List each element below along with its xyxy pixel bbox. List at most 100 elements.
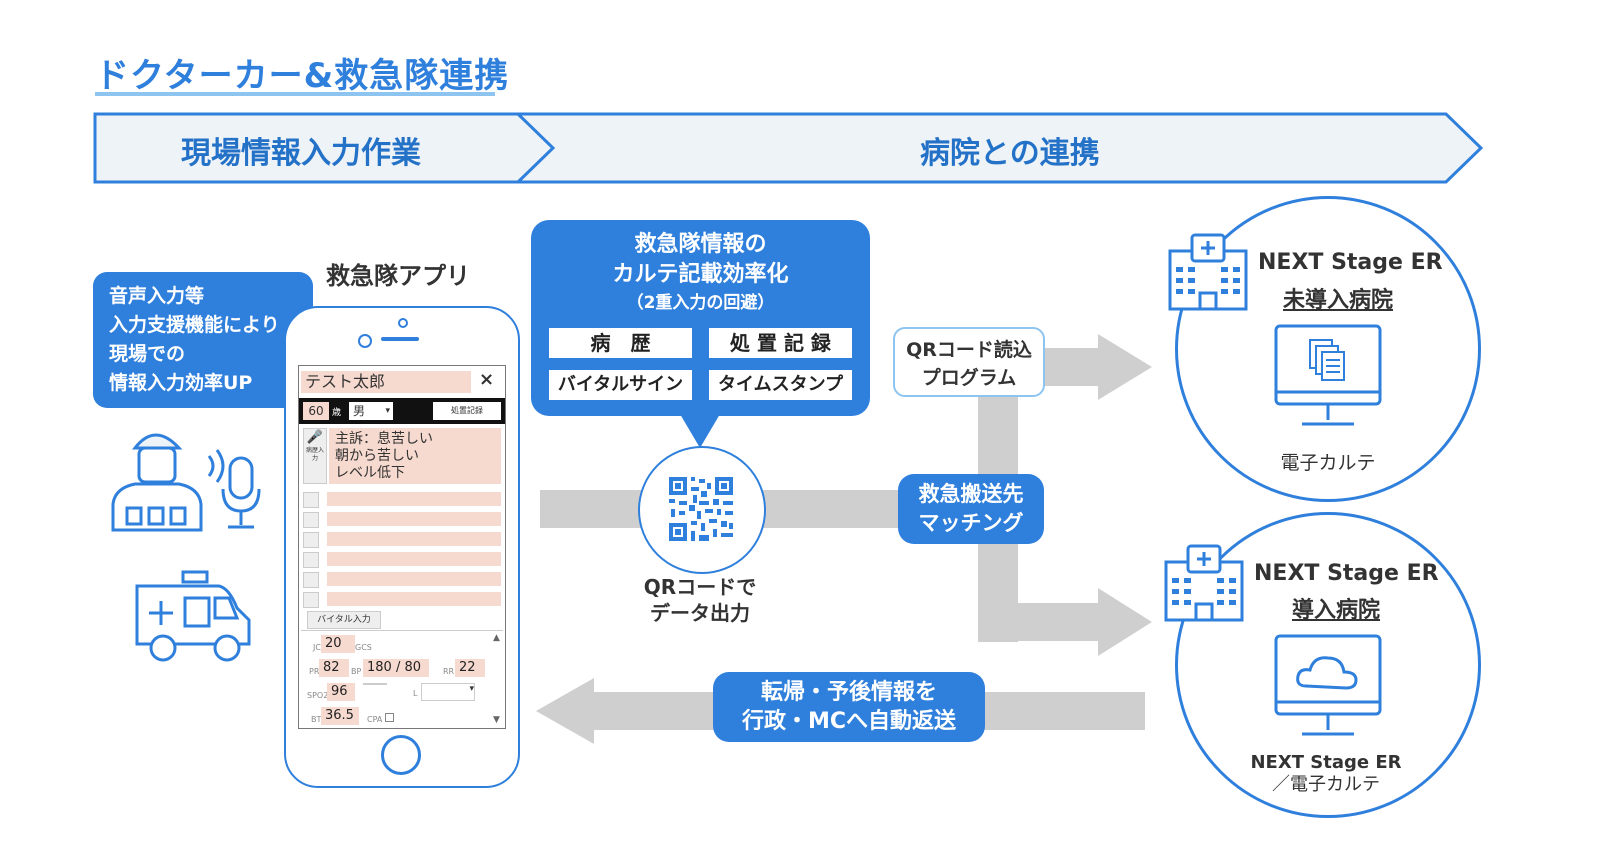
- hospital-icon: [1168, 233, 1248, 311]
- sex-select[interactable]: 男▾: [349, 402, 393, 420]
- input-row[interactable]: [303, 490, 501, 510]
- rr-field[interactable]: 22: [455, 659, 485, 677]
- input-row[interactable]: [303, 590, 501, 610]
- l-label: L: [413, 689, 418, 698]
- efficiency-line: カルテ記載効率化: [612, 262, 789, 287]
- voice-input-button[interactable]: 🎤 病歴入力: [303, 428, 327, 484]
- qr-code-icon: [669, 477, 733, 541]
- spo2-field[interactable]: 96: [327, 683, 355, 701]
- o2-device-select[interactable]: ▾: [421, 683, 475, 701]
- phase-field-input: 現場情報入力作業: [181, 136, 421, 171]
- voice-input-callout: 音声入力等 入力支援機能により 現場での 情報入力効率UP: [93, 272, 313, 408]
- input-field[interactable]: [327, 512, 501, 526]
- ambulance-icon: [135, 570, 251, 662]
- qr-caption: QRコードで データ出力: [620, 574, 780, 626]
- record-button[interactable]: 処置記録: [433, 402, 501, 420]
- phone-sensor: [398, 318, 408, 328]
- input-field[interactable]: [327, 532, 501, 546]
- sex-value: 男: [353, 404, 366, 418]
- input-field[interactable]: [327, 552, 501, 566]
- chip-timestamp: タイムスタンプ: [709, 370, 852, 400]
- phone-screen: テスト太郎 × 60 歳 男▾ 処置記録 🎤 病歴入力 主訴：息苦しい 朝から苦…: [298, 365, 506, 729]
- gcs-label: GCS: [355, 643, 372, 652]
- bp-label: BP: [351, 667, 362, 676]
- monitor-icon: [1274, 634, 1382, 736]
- bp-field[interactable]: 180 / 80: [363, 659, 429, 677]
- phase-band: [93, 112, 1484, 184]
- scroll-down-icon[interactable]: ▼: [493, 715, 500, 725]
- microphone-icon: [303, 572, 319, 588]
- app-label: 救急隊アプリ: [326, 262, 470, 290]
- phone-home-button[interactable]: [381, 735, 421, 775]
- o2-field[interactable]: [363, 683, 387, 685]
- paramedic-icon: [111, 433, 225, 532]
- phone-camera: [358, 334, 372, 348]
- callout-line: 情報入力効率UP: [109, 372, 253, 394]
- input-field[interactable]: [327, 592, 501, 606]
- microphone-icon: [303, 492, 319, 508]
- cpa-label: CPA: [367, 715, 383, 724]
- input-field[interactable]: [327, 492, 501, 506]
- page-title: ドクターカー&救急隊連携: [95, 56, 510, 96]
- microphone-icon: [221, 456, 261, 529]
- efficiency-pointer: [680, 414, 720, 448]
- scroll-up-icon[interactable]: ▲: [493, 633, 500, 643]
- hospital-bottom-name: NEXT Stage ER: [1254, 561, 1439, 586]
- qr-reader-line: プログラム: [921, 367, 1017, 389]
- microphone-icon: [303, 592, 319, 608]
- age-field[interactable]: 60: [303, 402, 329, 420]
- vital-input-button[interactable]: バイタル入力: [307, 611, 381, 629]
- hospital-bottom-caption: NEXT Stage ER ／電子カルテ: [1250, 752, 1402, 796]
- close-icon[interactable]: ×: [479, 369, 495, 390]
- callout-line: 入力支援機能により: [109, 314, 280, 336]
- input-row[interactable]: [303, 510, 501, 530]
- qr-circle: [638, 446, 766, 574]
- chevron-down-icon: ▾: [469, 684, 474, 694]
- jcs-label: JCS: [313, 643, 327, 652]
- vitals-panel: JCS 20 GCS PR 82 BP 180 / 80 RR 22 SPO2 …: [301, 630, 503, 727]
- spo2-label: SPO2: [307, 691, 329, 700]
- chip-vitals: バイタルサイン: [549, 370, 692, 400]
- phone-speaker: [381, 337, 419, 341]
- patient-name-field[interactable]: テスト太郎: [301, 371, 471, 393]
- qr-reader-line: QRコード読込: [906, 339, 1032, 361]
- input-row[interactable]: [303, 550, 501, 570]
- chevron-down-icon: ▾: [385, 406, 390, 416]
- mic-caption: 病歴入力: [305, 447, 324, 462]
- age-unit: 歳: [332, 408, 342, 418]
- return-label: 転帰・予後情報を 行政・MCへ自動返送: [713, 672, 985, 742]
- qr-caption-line: QRコードで: [643, 575, 757, 599]
- monitor-icon: [1274, 324, 1382, 426]
- bt-label: BT: [311, 715, 322, 724]
- input-row[interactable]: [303, 570, 501, 590]
- efficiency-line: 救急隊情報の: [634, 232, 767, 257]
- efficiency-callout: 救急隊情報の カルテ記載効率化 （2重入力の回避） 病 歴 処 置 記 録 バイ…: [531, 220, 870, 416]
- return-line: 行政・MCへ自動返送: [741, 709, 957, 734]
- hospital-bottom-caption-ehr: ／電子カルテ: [1272, 774, 1380, 795]
- hospital-icon: [1164, 544, 1244, 622]
- input-row[interactable]: [303, 530, 501, 550]
- title-underline: [95, 92, 495, 96]
- complaint-line: 主訴：息苦しい: [335, 431, 433, 447]
- efficiency-sub: （2重入力の回避）: [626, 293, 775, 313]
- document-icon: [1309, 339, 1345, 381]
- bt-field[interactable]: 36.5: [321, 707, 359, 725]
- complaint-field[interactable]: 主訴：息苦しい 朝から苦しい レベル低下: [329, 428, 501, 484]
- pr-field[interactable]: 82: [319, 659, 349, 677]
- complaint-line: 朝から苦しい: [335, 448, 419, 464]
- callout-line: 音声入力等: [109, 285, 205, 307]
- matching-line: 救急搬送先: [918, 482, 1024, 506]
- rr-label: RR: [443, 667, 455, 676]
- qr-reader-program: QRコード読込 プログラム: [893, 327, 1045, 397]
- microphone-icon: [303, 552, 319, 568]
- return-line: 転帰・予後情報を: [760, 680, 937, 705]
- microphone-icon: 🎤: [306, 430, 324, 445]
- input-field[interactable]: [327, 572, 501, 586]
- jcs-field[interactable]: 20: [321, 635, 355, 653]
- matching-label: 救急搬送先 マッチング: [898, 474, 1044, 544]
- phase-hospital-link: 病院との連携: [920, 136, 1100, 171]
- hospital-top-status: 未導入病院: [1283, 288, 1394, 313]
- cpa-checkbox[interactable]: [385, 713, 394, 722]
- chip-treatment: 処 置 記 録: [709, 328, 852, 358]
- hospital-bottom-caption-name: NEXT Stage ER: [1250, 752, 1402, 773]
